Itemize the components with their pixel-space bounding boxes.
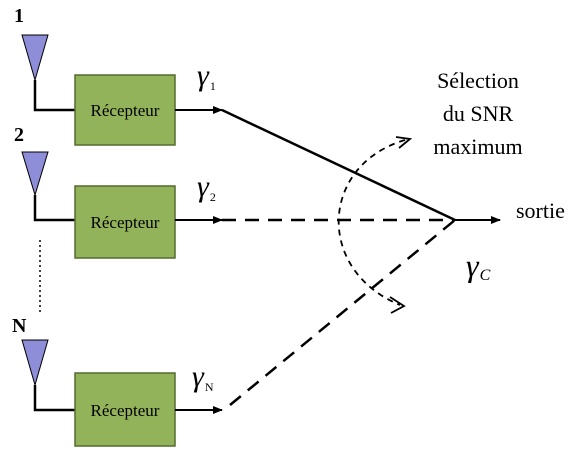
gamma-combined-symbol: γC (466, 247, 491, 284)
unselected-path-line-n (229, 219, 456, 406)
selection-label-line-3: maximum (433, 134, 522, 159)
antenna-icon (21, 34, 49, 82)
gamma-symbol-n: γN (192, 360, 214, 394)
antenna-feed-line (33, 385, 75, 412)
selection-curve-arrowhead-top (395, 136, 413, 149)
selected-path-line (221, 108, 456, 222)
branch-number-2: 2 (14, 124, 24, 146)
selection-label: Sélection du SNR maximum (433, 68, 522, 159)
selection-curve (337, 139, 406, 306)
branch-number-1: 1 (14, 5, 24, 27)
selection-curve-arrowhead-bottom (389, 296, 406, 314)
branch-2: 2 Récepteur γ2 (14, 124, 223, 259)
branch-number-n: N (12, 315, 27, 337)
branch-1: 1 Récepteur γ1 (14, 5, 223, 146)
branch-n: N Récepteur γN (12, 315, 223, 447)
selection-label-line-2: du SNR (443, 101, 514, 126)
receiver-label: Récepteur (91, 101, 160, 120)
receiver-label: Récepteur (91, 213, 160, 232)
receiver-box (74, 185, 176, 259)
antenna-feed-line (33, 195, 75, 222)
gamma-symbol-1: γ1 (197, 59, 216, 93)
receiver-box (74, 74, 176, 146)
receiver-label: Récepteur (91, 401, 160, 420)
output-label: sortie (516, 198, 565, 223)
receiver-box (74, 372, 176, 447)
selection-label-line-1: Sélection (437, 68, 519, 93)
antenna-icon (21, 151, 49, 197)
gamma-symbol-2: γ2 (197, 170, 216, 204)
antenna-icon (21, 339, 49, 387)
antenna-feed-line (33, 80, 75, 112)
